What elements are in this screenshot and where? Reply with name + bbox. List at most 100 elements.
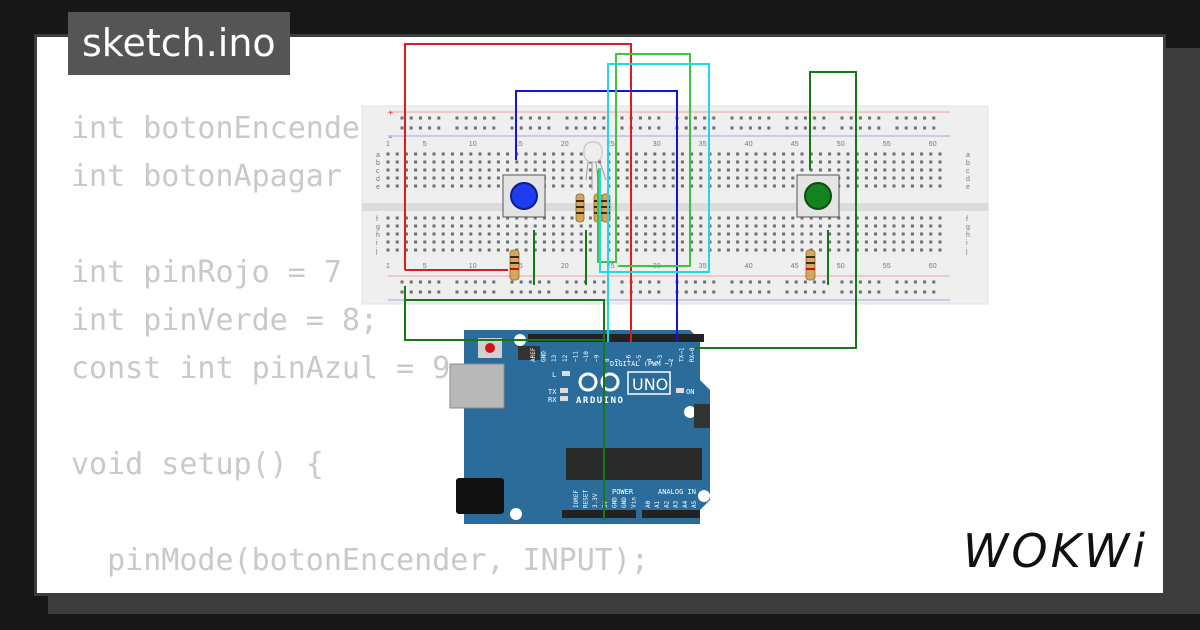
rail-hole <box>602 116 606 120</box>
wire-cyan[interactable] <box>599 63 710 342</box>
breadboard-hole <box>846 216 850 220</box>
rail-hole <box>803 280 807 284</box>
breadboard-hole <box>450 240 454 244</box>
button-cap-blue[interactable] <box>510 182 538 210</box>
breadboard-hole <box>690 216 694 220</box>
push-button-green[interactable] <box>796 174 840 218</box>
power-label: POWER <box>612 488 634 496</box>
row-letter: j <box>375 248 378 255</box>
breadboard-hole <box>496 160 500 164</box>
breadboard-hole <box>634 152 638 156</box>
push-button-blue[interactable] <box>502 174 546 218</box>
breadboard-hole <box>460 224 464 228</box>
breadboard-hole <box>671 184 675 188</box>
breadboard-hole <box>680 168 684 172</box>
breadboard-hole <box>883 224 887 228</box>
breadboard-hole <box>478 176 482 180</box>
breadboard-hole <box>874 224 878 228</box>
rail-hole <box>492 280 496 284</box>
breadboard-hole <box>552 224 556 228</box>
wire-green-left[interactable] <box>404 286 605 520</box>
breadboard-hole <box>579 184 583 188</box>
arduino-uno-board[interactable]: UNO ARDUINO DIGITAL (PWM ~) POWER ANALOG… <box>449 330 710 524</box>
wire-green-right[interactable] <box>696 71 857 349</box>
pin-label: A1 <box>654 500 661 508</box>
button-cap-green[interactable] <box>804 182 832 210</box>
breadboard-hole <box>542 168 546 172</box>
breadboard-hole <box>487 240 491 244</box>
file-tab[interactable]: sketch.ino <box>68 12 290 75</box>
breadboard-hole <box>662 248 666 252</box>
breadboard-hole <box>763 152 767 156</box>
rail-hole <box>538 126 542 130</box>
breadboard-hole <box>404 160 408 164</box>
rail-hole <box>739 280 743 284</box>
rail-hole <box>758 280 762 284</box>
breadboard-hole <box>855 240 859 244</box>
breadboard-hole <box>441 216 445 220</box>
breadboard-hole <box>846 224 850 228</box>
icsp-header-right <box>694 404 710 428</box>
column-number: 60 <box>929 263 937 270</box>
pin-label: A4 <box>682 500 689 508</box>
breadboard-hole <box>561 216 565 220</box>
mount-hole <box>510 508 522 520</box>
breadboard-hole <box>496 240 500 244</box>
breadboard-hole <box>450 152 454 156</box>
breadboard-hole <box>634 160 638 164</box>
breadboard-hole <box>892 232 896 236</box>
rail-hole <box>822 116 826 120</box>
breadboard-hole <box>496 176 500 180</box>
rail-hole <box>510 290 514 294</box>
breadboard-hole <box>920 216 924 220</box>
wire-lime[interactable] <box>597 53 691 267</box>
wire-green-gnd[interactable] <box>405 299 605 340</box>
breadboard-hole <box>662 168 666 172</box>
rail-hole <box>638 126 642 130</box>
breadboard-hole <box>901 176 905 180</box>
rail-hole <box>794 126 798 130</box>
breadboard-hole <box>506 224 510 228</box>
rail-hole <box>648 116 652 120</box>
code-line: pinMode(botonApagar, INPUT); <box>71 585 649 593</box>
wire-blue[interactable] <box>515 90 678 342</box>
breadboard-hole <box>828 216 832 220</box>
breadboard-hole <box>754 224 758 228</box>
breadboard-hole <box>772 168 776 172</box>
breadboard-hole <box>414 168 418 172</box>
breadboard-hole <box>671 176 675 180</box>
rail-hole <box>574 126 578 130</box>
rail-hole <box>840 126 844 130</box>
breadboard-hole <box>818 216 822 220</box>
breadboard-hole <box>644 216 648 220</box>
breadboard-hole <box>864 152 868 156</box>
breadboard-hole <box>552 240 556 244</box>
pin-label: GND <box>541 351 548 362</box>
rail-hole <box>400 280 404 284</box>
rail-hole <box>547 116 551 120</box>
rail-hole <box>703 126 707 130</box>
pin-label: ~6 <box>625 354 632 362</box>
breadboard-hole <box>579 232 583 236</box>
rail-hole <box>538 290 542 294</box>
rail-hole <box>767 290 771 294</box>
breadboard-hole <box>855 152 859 156</box>
breadboard-hole <box>386 152 390 156</box>
breadboard-hole <box>892 248 896 252</box>
rail-hole <box>849 290 853 294</box>
breadboard-hole <box>828 160 832 164</box>
breadboard-hole <box>690 168 694 172</box>
breadboard-hole <box>395 240 399 244</box>
rail-hole <box>547 290 551 294</box>
breadboard-hole <box>855 216 859 220</box>
wire-red[interactable] <box>404 43 632 342</box>
breadboard-hole <box>561 224 565 228</box>
reset-button-cap[interactable] <box>485 343 495 353</box>
breadboard-hole <box>671 160 675 164</box>
breadboard-hole <box>588 176 592 180</box>
breadboard-hole <box>837 224 841 228</box>
arduino-brand: ARDUINO <box>576 396 624 406</box>
breadboard-hole <box>561 160 565 164</box>
